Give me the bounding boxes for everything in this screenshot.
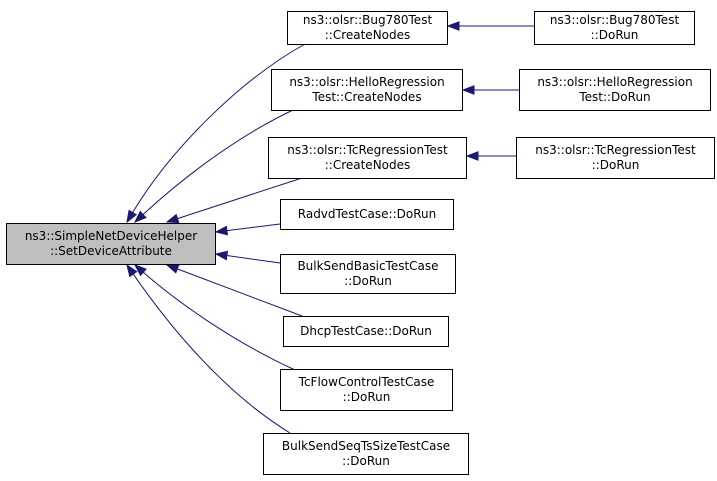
node-root[interactable]: ns3::SimpleNetDeviceHelper::SetDeviceAtt… xyxy=(6,223,216,265)
node-label: ::DoRun xyxy=(591,28,639,42)
node-label: ::SetDeviceAttribute xyxy=(50,244,172,258)
edge-tcflow-to-root xyxy=(133,264,296,371)
node-label: ns3::SimpleNetDeviceHelper xyxy=(25,229,197,243)
node-label: ::DoRun xyxy=(592,158,640,172)
arrowhead xyxy=(165,264,180,274)
node-box[interactable] xyxy=(280,199,454,230)
node-label: ::CreateNodes xyxy=(325,28,411,42)
arrowhead xyxy=(133,264,147,277)
node-label: ns3::olsr::TcRegressionTest xyxy=(535,143,696,157)
arrowhead xyxy=(133,210,147,223)
node-label: ns3::olsr::Bug780Test xyxy=(303,13,433,27)
node-box[interactable] xyxy=(268,137,467,179)
node-label: RadvdTestCase::DoRun xyxy=(298,207,436,221)
node-box[interactable] xyxy=(283,316,449,347)
edge-tc-create-to-root xyxy=(165,177,303,224)
arrowhead xyxy=(461,85,475,95)
arrowhead xyxy=(465,151,479,161)
node-box[interactable] xyxy=(519,69,711,111)
node-bug780-create[interactable]: ns3::olsr::Bug780Test::CreateNodes xyxy=(287,11,448,45)
edge-line xyxy=(177,268,303,317)
edge-line xyxy=(132,43,306,213)
edge-hello-dorun-to-hello-create xyxy=(461,85,519,95)
node-box[interactable] xyxy=(271,69,463,111)
node-label: ::DoRun xyxy=(344,274,392,288)
edge-bug780-dorun-to-bug780-create xyxy=(446,21,534,31)
edge-hello-create-to-root xyxy=(133,109,294,223)
edge-line xyxy=(177,177,303,220)
node-box[interactable] xyxy=(6,223,216,265)
node-dhcp[interactable]: DhcpTestCase::DoRun xyxy=(283,316,449,347)
node-label: TcFlowControlTestCase xyxy=(298,375,435,389)
node-radvd[interactable]: RadvdTestCase::DoRun xyxy=(280,199,454,230)
node-label: Test::CreateNodes xyxy=(311,90,421,104)
node-label: ns3::olsr::HelloRegression xyxy=(537,75,692,89)
node-label: ns3::olsr::Bug780Test xyxy=(550,13,680,27)
edge-line xyxy=(132,273,291,434)
node-bug780-dorun[interactable]: ns3::olsr::Bug780Test::DoRun xyxy=(534,11,695,45)
node-label: ns3::olsr::HelloRegression xyxy=(289,75,444,89)
node-tc-create[interactable]: ns3::olsr::TcRegressionTest::CreateNodes xyxy=(268,137,467,179)
node-tc-dorun[interactable]: ns3::olsr::TcRegressionTest::DoRun xyxy=(516,137,715,179)
edge-radvd-to-root xyxy=(214,223,281,236)
node-box[interactable] xyxy=(280,254,456,294)
edge-line xyxy=(142,109,294,215)
node-bulk-basic[interactable]: BulkSendBasicTestCase::DoRun xyxy=(280,254,456,294)
edge-tc-dorun-to-tc-create xyxy=(465,151,516,161)
edges xyxy=(126,21,534,434)
node-box[interactable] xyxy=(263,433,469,475)
edge-bug780-create-to-root xyxy=(126,43,306,224)
node-box[interactable] xyxy=(287,11,448,45)
node-label: ::CreateNodes xyxy=(325,158,411,172)
edge-bulk-basic-to-root xyxy=(214,250,281,264)
node-label: Test::DoRun xyxy=(578,90,650,104)
node-label: BulkSendSeqTsSizeTestCase xyxy=(282,439,450,453)
node-label: ns3::olsr::TcRegressionTest xyxy=(287,143,448,157)
arrowhead xyxy=(214,225,229,236)
node-label: ::DoRun xyxy=(342,454,390,468)
node-hello-create[interactable]: ns3::olsr::HelloRegressionTest::CreateNo… xyxy=(271,69,463,111)
arrowhead xyxy=(446,21,460,31)
arrowhead xyxy=(126,263,138,278)
node-tcflow[interactable]: TcFlowControlTestCase::DoRun xyxy=(280,369,453,411)
node-bulk-seq[interactable]: BulkSendSeqTsSizeTestCase::DoRun xyxy=(263,433,469,475)
node-box[interactable] xyxy=(516,137,715,179)
node-label: ::DoRun xyxy=(343,390,391,404)
arrowhead xyxy=(214,250,229,261)
arrowhead xyxy=(165,213,180,224)
node-box[interactable] xyxy=(534,11,695,45)
edge-line xyxy=(226,223,281,232)
node-label: DhcpTestCase::DoRun xyxy=(300,324,432,338)
edge-line xyxy=(142,271,296,371)
edge-bulk-seq-to-root xyxy=(126,263,291,434)
edge-line xyxy=(226,255,281,264)
node-box[interactable] xyxy=(280,369,453,411)
node-label: BulkSendBasicTestCase xyxy=(297,259,438,273)
arrowhead xyxy=(126,209,138,224)
